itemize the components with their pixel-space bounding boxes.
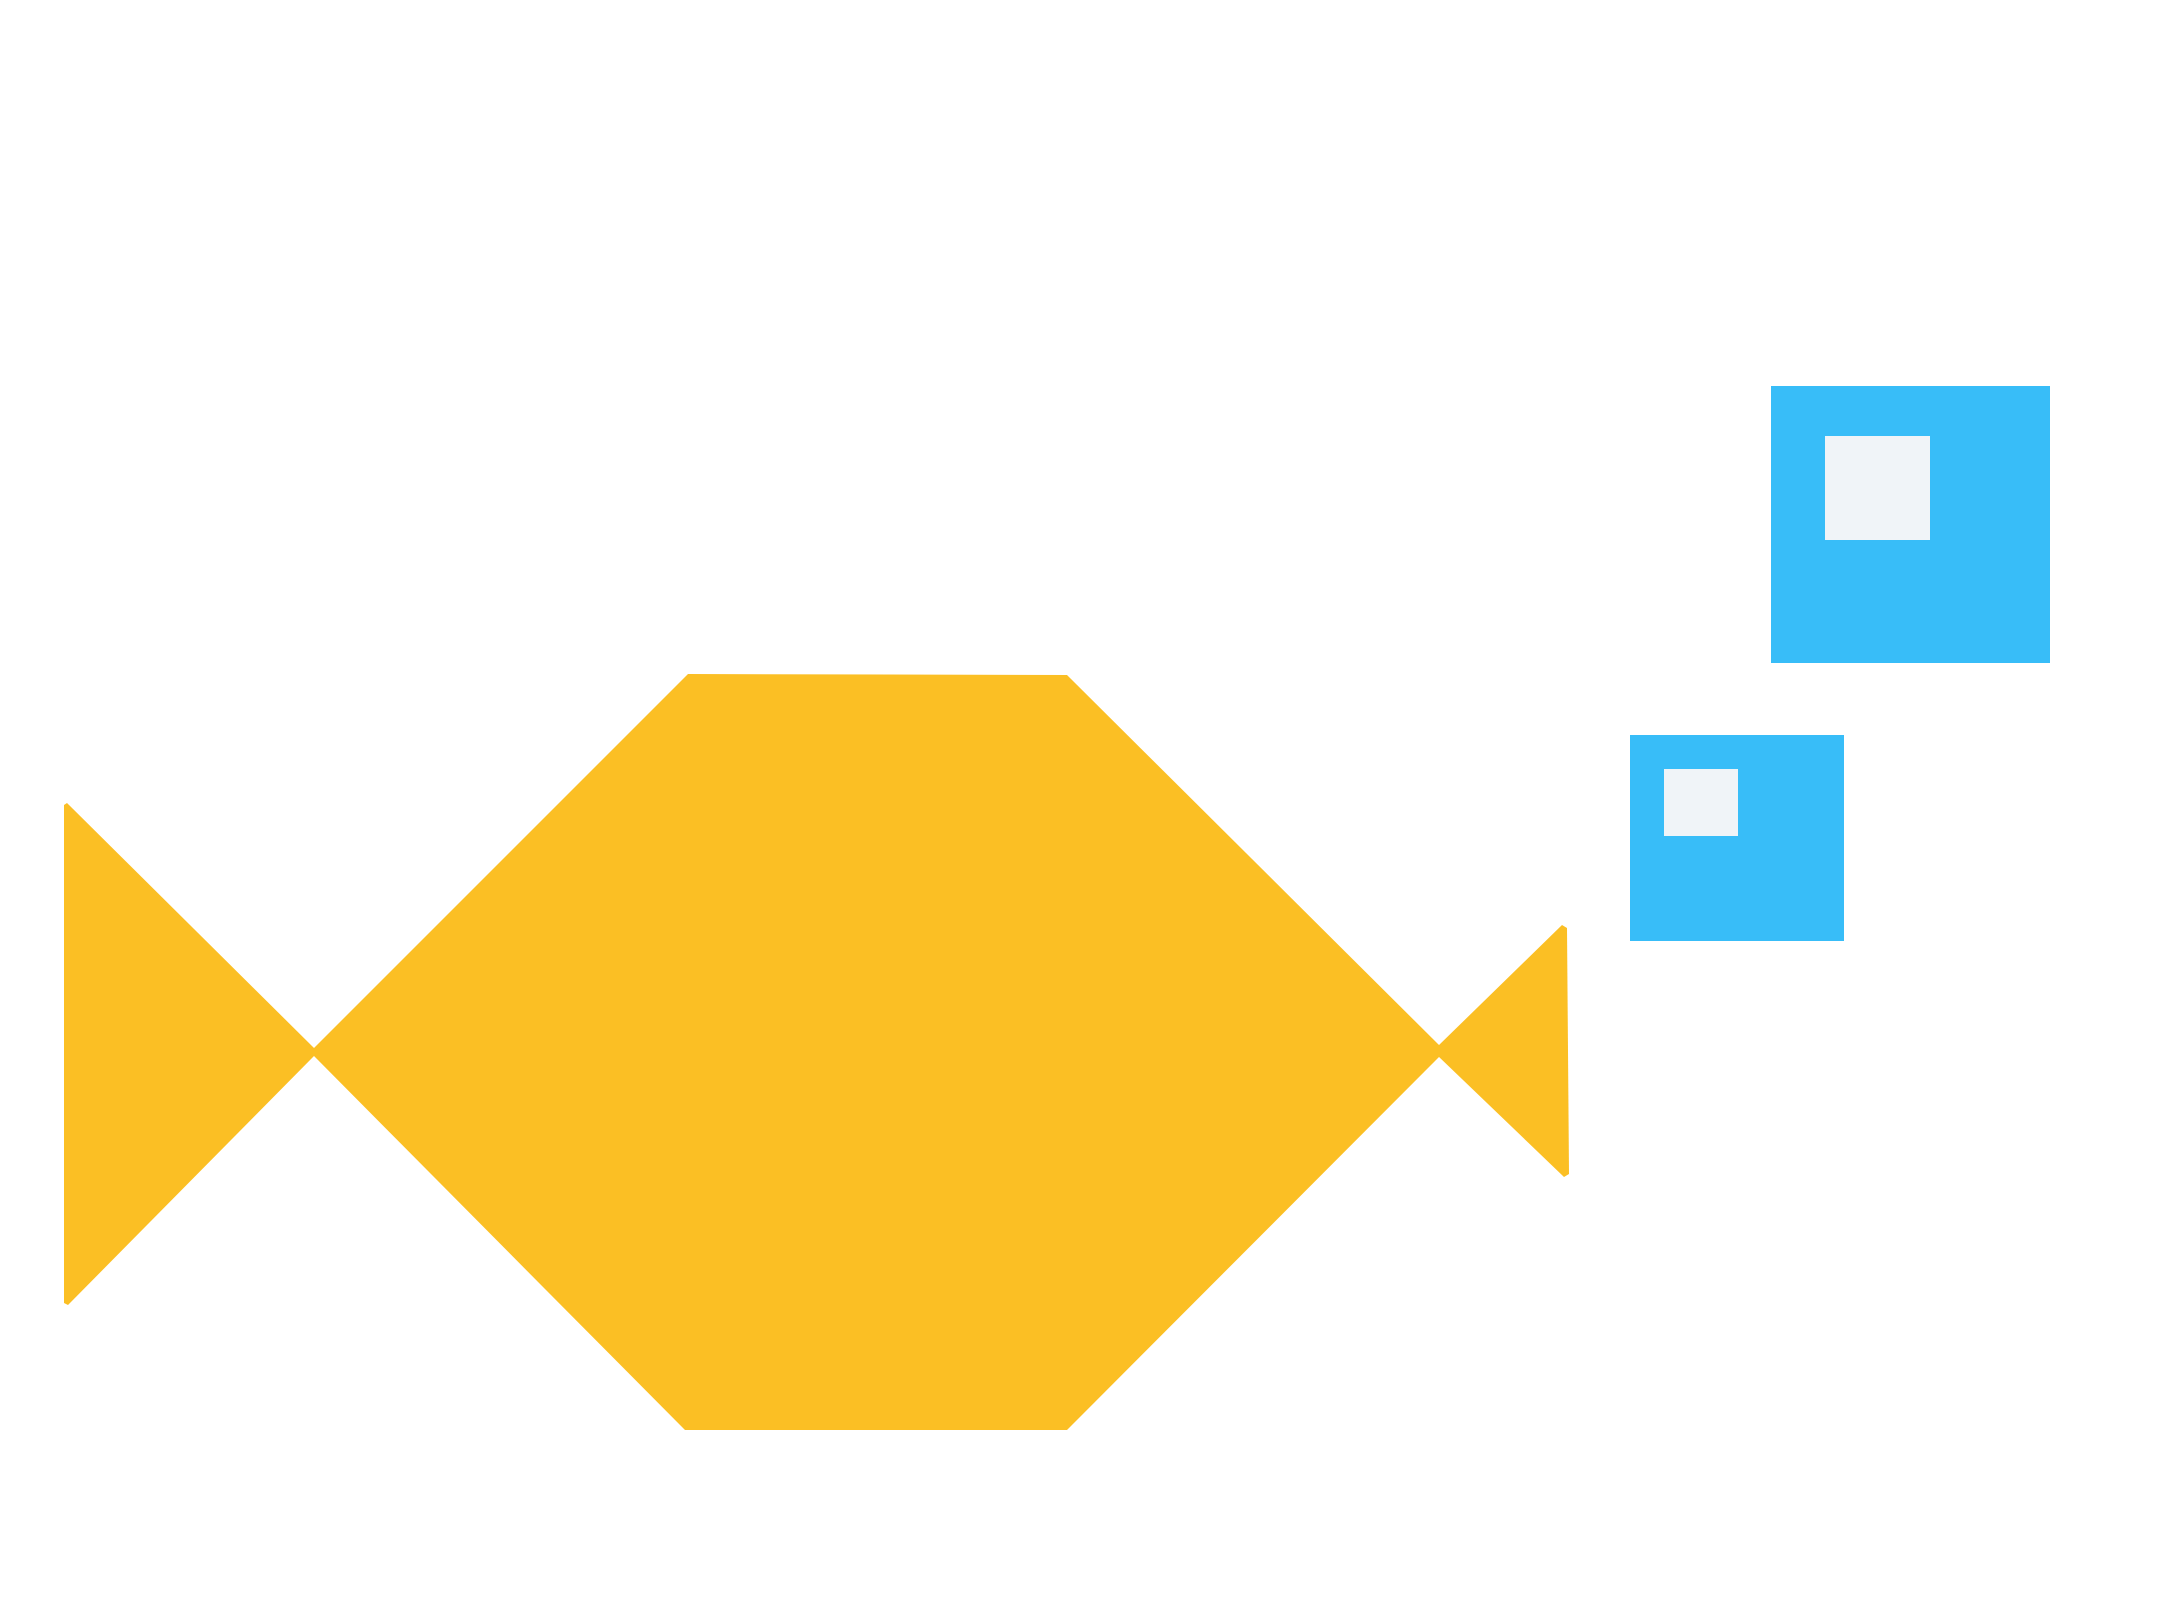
small-bubble	[1630, 735, 1844, 941]
head-fin-icon	[1438, 925, 1569, 1177]
tail-fin-icon	[64, 803, 314, 1305]
small-bubble-highlight	[1664, 769, 1738, 836]
fish-body-icon	[314, 674, 1440, 1430]
large-bubble-highlight	[1825, 436, 1930, 540]
